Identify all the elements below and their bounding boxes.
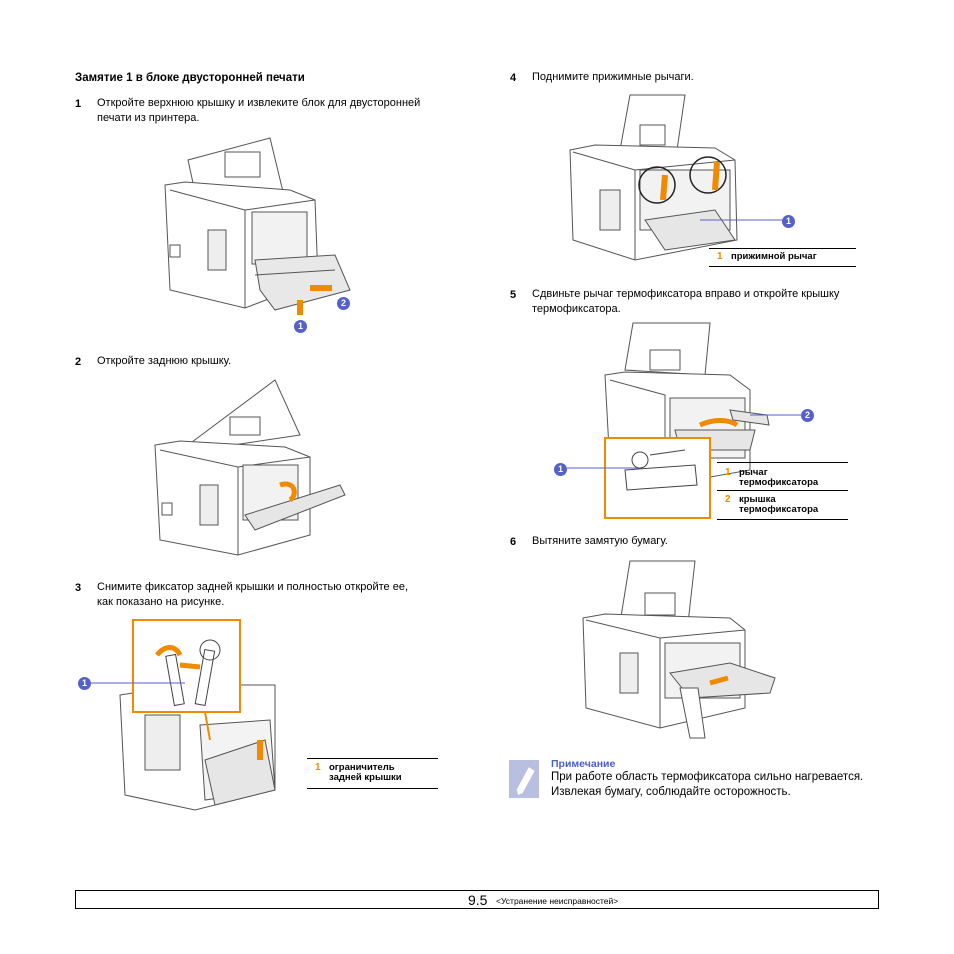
printer-rear-cover-illustration (154, 379, 346, 556)
callout-1: 1 (294, 320, 307, 333)
callout-1: 1 (554, 463, 567, 476)
pull-jammed-paper-illustration (582, 560, 776, 739)
step-number: 4 (510, 72, 517, 84)
note-title: Примечание (551, 758, 616, 770)
chapter-title: <Устранение неисправностей> (496, 896, 619, 906)
callout-2: 2 (337, 297, 350, 310)
step-number: 5 (510, 289, 517, 301)
note-pencil-icon (509, 760, 539, 798)
callout-1: 1 (78, 677, 91, 690)
step-text: Откройте верхнюю крышку и извлеките блок… (97, 96, 420, 126)
step-text: Откройте заднюю крышку. (97, 355, 232, 367)
step-text-line: Откройте верхнюю крышку и извлеките блок… (97, 97, 421, 109)
step-number: 6 (510, 536, 517, 548)
step-text: Поднимите прижимные рычаги. (532, 71, 694, 83)
page-number: 9.5 (468, 892, 488, 908)
step-number: 1 (75, 98, 82, 110)
page-footer: 9.5 <Устранение неисправностей> (75, 890, 879, 909)
callout-2: 2 (801, 409, 814, 422)
figure-legend: 1 прижимной рычаг (709, 248, 856, 267)
callout-1: 1 (782, 215, 795, 228)
note-line: Извлекая бумагу, соблюдайте осторожность… (551, 786, 791, 798)
section-heading: Замятие 1 в блоке двусторонней печати (75, 72, 305, 84)
step-text-line: Сдвиньте рычаг термофиксатора вправо и о… (532, 288, 840, 300)
legend-number: 1 (315, 762, 321, 773)
step-number: 3 (75, 582, 82, 594)
step-number: 2 (75, 356, 82, 368)
printer-duplex-illustration (164, 137, 351, 315)
legend-number: 1 (717, 251, 723, 262)
step-text-line: печати из принтера. (97, 112, 200, 124)
note-text: При работе область термофиксатора сильно… (551, 770, 863, 800)
step-text: Вытяните замятую бумагу. (532, 535, 668, 547)
step-text: Сдвиньте рычаг термофиксатора вправо и о… (532, 287, 839, 317)
step-text: Снимите фиксатор задней крышки и полност… (97, 580, 408, 610)
step-text-line: термофиксатора. (532, 303, 621, 315)
rear-cover-stopper-illustration (89, 619, 276, 811)
legend-number: 2 (725, 494, 731, 505)
legend-row: 1 прижимной рычаг (709, 249, 856, 262)
step-text-line: Снимите фиксатор задней крышки и полност… (97, 581, 409, 593)
legend-number: 1 (725, 467, 731, 478)
pressure-levers-illustration (569, 94, 783, 261)
fuser-lever-illustration (567, 322, 801, 519)
note-line: При работе область термофиксатора сильно… (551, 771, 864, 783)
legend-label: прижимной рычаг (731, 251, 817, 262)
step-text-line: как показано на рисунке. (97, 596, 225, 608)
